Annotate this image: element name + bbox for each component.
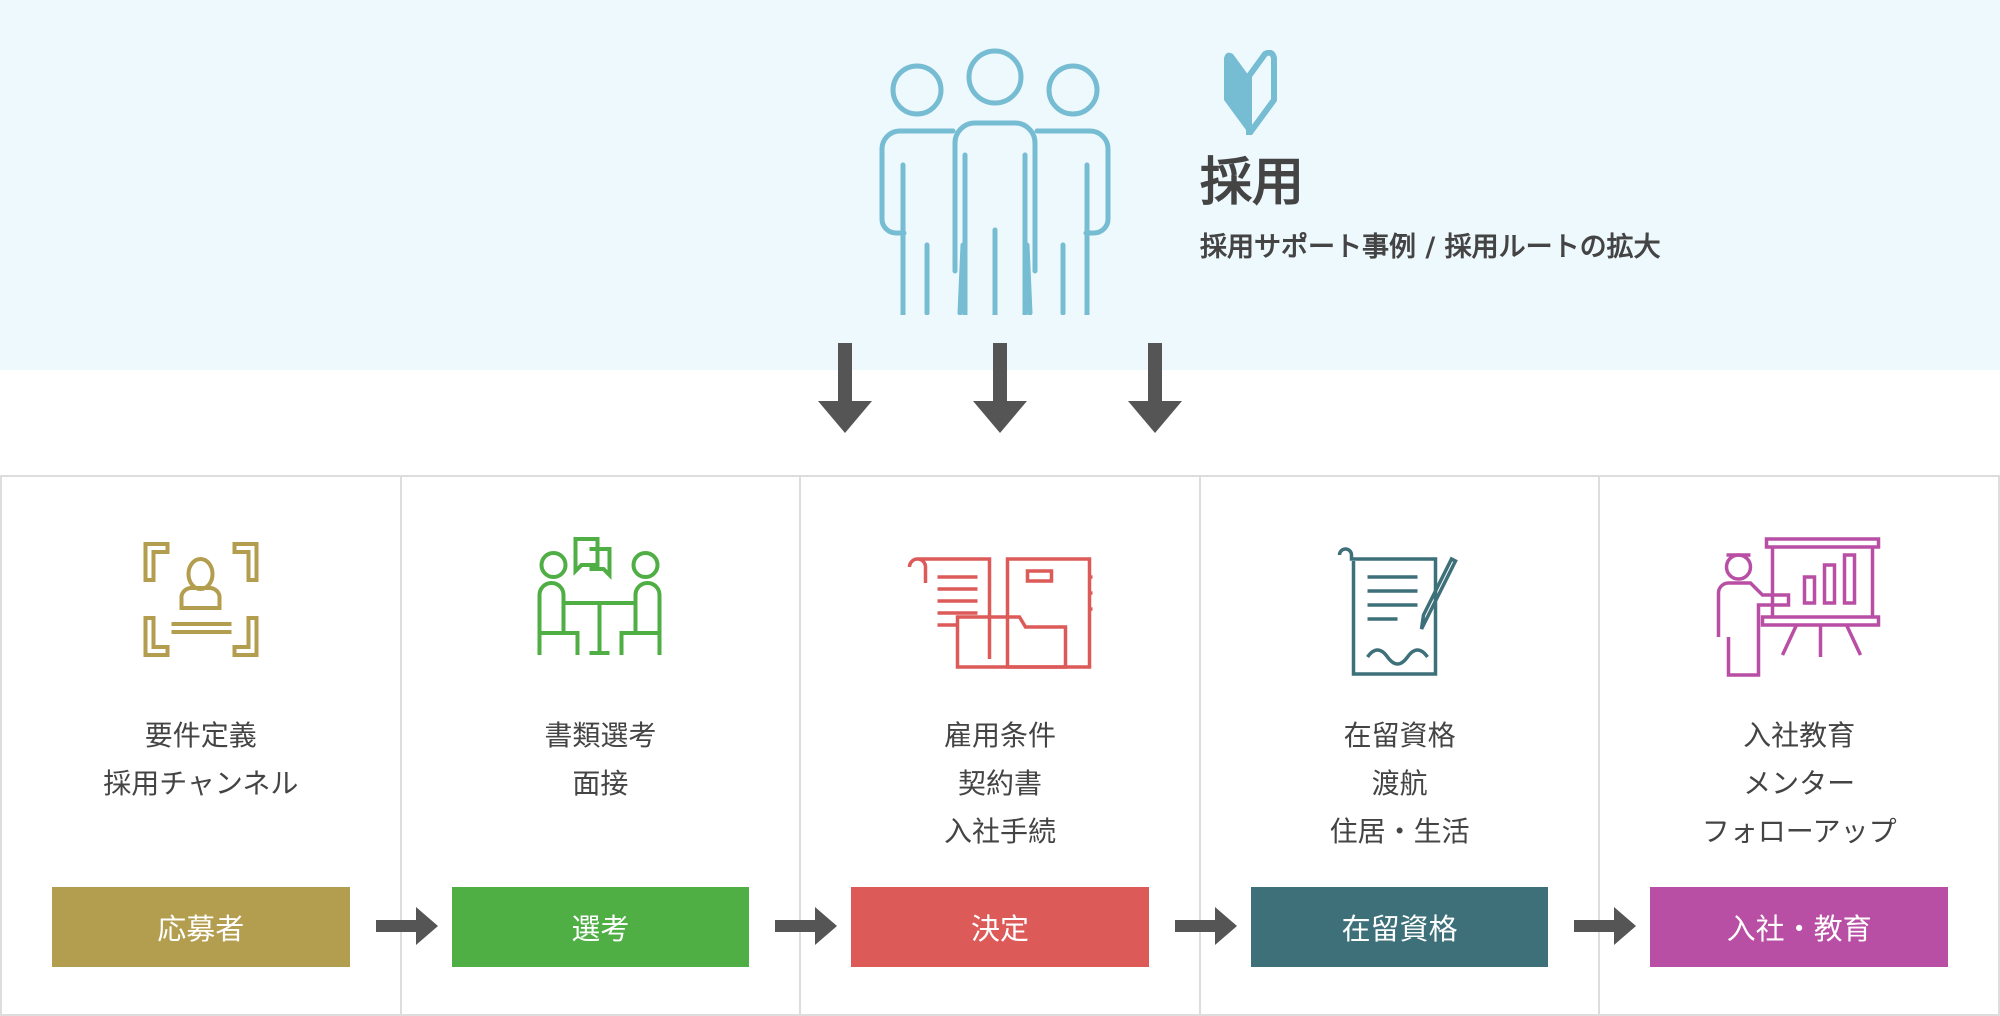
interview-icon [537,537,662,655]
step-applicant: 要件定義採用チャンネル 応募者 [2,477,438,1014]
step-line: 採用チャンネル [103,767,299,800]
down-arrow-icon [1128,343,1182,433]
stage-badge-decision: 決定 [851,887,1149,967]
stage-badge-residence: 在留資格 [1250,887,1549,967]
contract-sign-icon [1337,547,1458,676]
right-arrow-icon [1174,907,1237,945]
step-selection: 書類選考面接 選考 [402,477,838,1014]
step-onboarding: 入社教育メンターフォローアップ 入社・教育 [1600,477,1998,1014]
documents-icon [907,557,1093,669]
beginner-mark-icon [1224,50,1277,135]
people-group-icon [879,48,1111,315]
hero-section: 採用 採用サポート事例 / 採用ルートの拡大 [0,0,2000,370]
right-arrow-icon [1574,907,1637,945]
step-line: 入社教育 [1743,719,1856,752]
down-arrow-icon [818,343,872,433]
step-line: 契約書 [957,767,1042,800]
step-line: 書類選考 [544,719,657,752]
page-subtitle: 採用サポート事例 / 採用ルートの拡大 [1200,232,1661,263]
step-line: 在留資格 [1343,719,1456,752]
step-line: フォローアップ [1701,815,1897,848]
step-line: 雇用条件 [943,719,1056,752]
step-line: メンター [1743,767,1856,800]
step-residence: 在留資格渡航住居・生活 在留資格 [1201,477,1637,1014]
presentation-icon [1716,537,1881,677]
page-title: 採用 [1200,153,1305,213]
candidate-frame-icon [143,542,259,657]
step-line: 要件定義 [144,719,257,752]
stage-badge-applicant: 応募者 [52,887,350,967]
stage-badge-selection: 選考 [451,887,750,967]
step-line: 住居・生活 [1329,815,1470,848]
step-line: 入社手続 [943,815,1056,848]
stage-badge-onboarding: 入社・教育 [1650,887,1948,967]
step-decision: 雇用条件契約書入社手続 決定 [801,477,1237,1014]
right-arrow-icon [375,907,438,945]
step-line: 面接 [572,767,629,800]
right-arrow-icon [775,907,838,945]
step-line: 渡航 [1371,767,1428,800]
process-steps: 要件定義採用チャンネル 応募者 書類選考面接 選考 雇用条件契約書入社手続 決定… [0,475,2000,1016]
down-arrow-icon [973,343,1027,433]
